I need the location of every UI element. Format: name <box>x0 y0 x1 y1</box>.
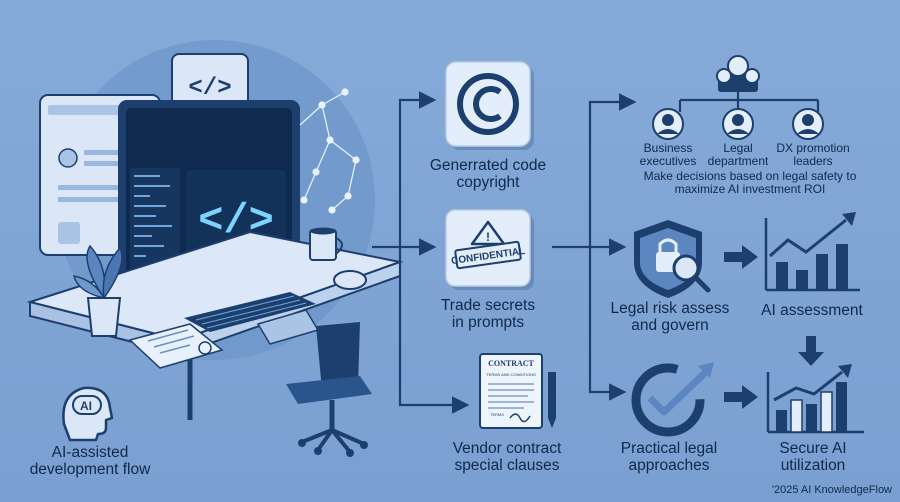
decision-line: maximize AI investment ROI <box>674 182 826 197</box>
caption-line: copyright <box>456 174 520 192</box>
caption-line: Legal risk assess <box>610 300 730 317</box>
caption-line: Secure AI <box>779 440 847 457</box>
caption-line: special clauses <box>454 457 560 475</box>
workstation-illustration <box>26 40 404 457</box>
org-chart-icon <box>652 55 824 140</box>
contract-document-icon <box>479 353 556 429</box>
confidential-caption: Trade secrets in prompts <box>418 297 558 332</box>
caption-line: AI-assisted <box>51 444 129 461</box>
caption-line: and govern <box>631 317 709 335</box>
caption-line: Vendor contract <box>452 440 562 457</box>
svg-text:!: ! <box>486 230 490 244</box>
ai-assessment-caption: AI assessment <box>752 302 872 319</box>
block-arrows <box>724 245 824 409</box>
decision-caption: Make decisions based on legal safety to … <box>620 169 880 197</box>
role-line: executives <box>639 154 697 169</box>
decision-line: Make decisions based on legal safety to <box>643 169 857 183</box>
secure-caption: Secure AI utilization <box>758 440 868 475</box>
role-line: department <box>707 154 769 169</box>
caption-line: in prompts <box>451 314 525 332</box>
role-dx-leaders: DX promotion leaders <box>768 141 858 169</box>
contract-caption: Vendor contract special clauses <box>432 440 582 475</box>
contract-title: CONTRACT <box>488 359 534 368</box>
ai-dev-flow-caption: AI-assisted development flow <box>20 444 160 479</box>
role-business-executives: Business executives <box>628 141 708 169</box>
screen-code-tag: </> <box>198 197 274 245</box>
caption-line: utilization <box>780 457 846 475</box>
shield-lock-icon <box>634 220 711 298</box>
contract-footer: TERMS <box>490 412 504 417</box>
caption-line: Trade secrets <box>440 297 536 314</box>
ai-badge: AI <box>80 399 92 413</box>
cycle-check-icon <box>631 362 714 437</box>
code-bubble-tag: </> <box>188 75 231 102</box>
rising-bar-chart-icon <box>766 364 864 434</box>
caption-line: Practical legal <box>620 440 718 457</box>
role-line: DX promotion <box>776 141 850 155</box>
copyright-caption: Generrated code copyright <box>418 157 558 192</box>
role-legal-department: Legal department <box>698 141 778 169</box>
role-line: leaders <box>793 154 833 169</box>
contract-subtitle: TERMS AND CONDITIONS <box>486 372 536 377</box>
practical-caption: Practical legal approaches <box>604 440 734 475</box>
legal-department-icon <box>722 108 754 140</box>
copyright-notice: '2025 AI KnowledgeFlow <box>771 484 892 496</box>
role-line: Business <box>643 141 693 155</box>
caption-line: Generrated code <box>429 157 547 174</box>
ai-head-icon <box>62 386 114 442</box>
copyright-icon <box>445 61 534 150</box>
role-line: Legal <box>723 141 753 155</box>
dx-leader-icon <box>792 108 824 140</box>
business-executive-icon <box>652 108 684 140</box>
growth-chart-icon <box>764 212 860 292</box>
legal-risk-caption: Legal risk assess and govern <box>600 300 740 335</box>
confidential-stamp-icon: ! <box>445 209 534 290</box>
caption-line: development flow <box>29 461 151 479</box>
caption-line: AI assessment <box>761 302 863 319</box>
flow-connectors <box>372 91 820 414</box>
caption-line: approaches <box>628 457 710 475</box>
